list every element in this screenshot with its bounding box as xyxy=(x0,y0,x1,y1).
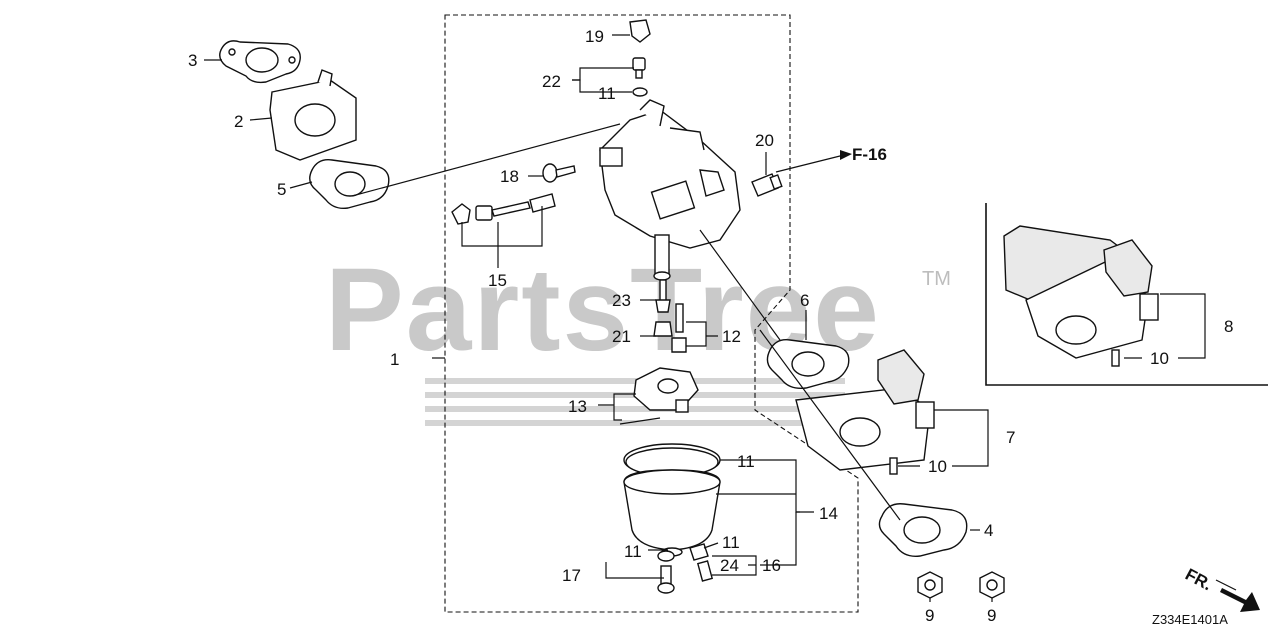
part-23-needle xyxy=(655,279,671,313)
callout-3: 3 xyxy=(188,51,197,70)
part-15-pilot-screw xyxy=(451,193,556,225)
callout-9-right: 9 xyxy=(987,606,996,625)
direction-marker: FR. xyxy=(1182,565,1260,612)
callout-23: 23 xyxy=(612,291,631,310)
callout-21: 21 xyxy=(612,327,631,346)
callout-7: 7 xyxy=(1006,428,1015,447)
part-24-bolt xyxy=(689,543,714,582)
part-18-screw xyxy=(542,163,576,183)
leader-lines xyxy=(204,34,1237,602)
part-19-cap xyxy=(629,19,651,43)
callout-11-chamber: 11 xyxy=(737,452,755,471)
callout-5: 5 xyxy=(277,180,286,199)
part-9-nut-right xyxy=(979,571,1005,599)
diagram-code: Z334E1401A xyxy=(1152,612,1228,627)
part-5-gasket xyxy=(309,159,390,210)
callout-16: 16 xyxy=(762,556,781,575)
callout-19: 19 xyxy=(585,27,604,46)
part-11-chamber-gasket xyxy=(623,443,721,477)
part-7-choke-bracket xyxy=(795,349,935,471)
part-11-oring-top xyxy=(632,87,648,97)
callout-22: 22 xyxy=(542,72,561,91)
part-12-jet-set xyxy=(671,303,687,353)
part-1-carburetor-body xyxy=(599,99,741,281)
callout-labels: 3 2 5 19 22 11 18 15 20 F-16 23 21 12 1 … xyxy=(188,27,1233,627)
callout-13: 13 xyxy=(568,397,587,416)
callout-10-inset: 10 xyxy=(1150,349,1169,368)
reference-f16: F-16 xyxy=(852,145,887,164)
callout-12: 12 xyxy=(722,327,741,346)
part-3-gasket xyxy=(219,40,301,84)
callout-4: 4 xyxy=(984,521,993,540)
callout-11-top: 11 xyxy=(598,84,616,103)
callout-10-main: 10 xyxy=(928,457,947,476)
callout-14: 14 xyxy=(819,504,838,523)
reference-arrow xyxy=(840,150,852,160)
part-2-insulator xyxy=(269,69,357,161)
part-22-screw xyxy=(632,57,646,79)
part-8-bracket-assembly xyxy=(1003,225,1159,367)
part-9-nut-left xyxy=(917,571,943,599)
part-14-float-chamber xyxy=(623,469,721,557)
callout-6: 6 xyxy=(800,291,809,310)
part-21-jet xyxy=(653,321,673,337)
direction-arrow-icon xyxy=(1220,588,1260,612)
callout-24: 24 xyxy=(720,556,739,575)
callout-11-right: 11 xyxy=(722,533,740,552)
callout-9-left: 9 xyxy=(925,606,934,625)
part-13-float xyxy=(619,367,699,425)
part-10-pin-main xyxy=(889,457,898,475)
watermark-trademark: TM xyxy=(922,268,951,290)
part-6-gasket xyxy=(766,339,850,390)
callout-1: 1 xyxy=(390,350,399,369)
direction-marker-label: FR. xyxy=(1182,565,1215,595)
callout-11-left: 11 xyxy=(624,542,642,561)
callout-17: 17 xyxy=(562,566,581,585)
carburetor-assembly-box xyxy=(444,14,859,613)
callout-18: 18 xyxy=(500,167,519,186)
part-4-gasket xyxy=(878,503,968,557)
part-17-bolt xyxy=(657,550,675,594)
part-20-screw xyxy=(751,173,783,197)
callout-8: 8 xyxy=(1224,317,1233,336)
kit-inset-box xyxy=(985,203,1268,386)
callout-20: 20 xyxy=(755,131,774,150)
callout-15: 15 xyxy=(488,271,507,290)
callout-2: 2 xyxy=(234,112,243,131)
